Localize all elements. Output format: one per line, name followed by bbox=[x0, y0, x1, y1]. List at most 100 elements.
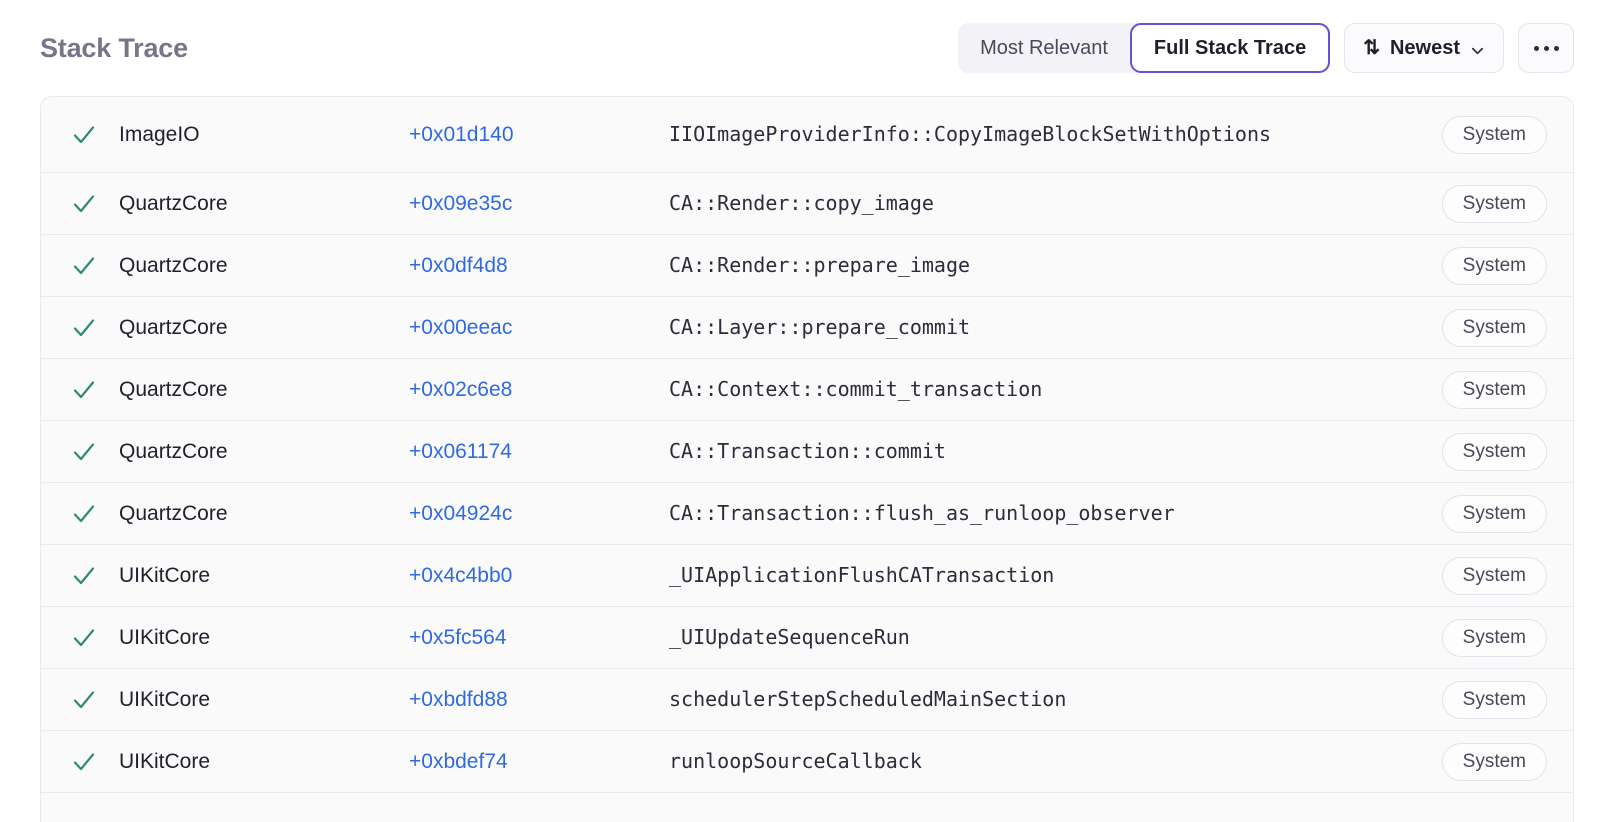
table-row[interactable]: UIKitCore +0x5fc564 _UIUpdateSequenceRun… bbox=[41, 607, 1573, 669]
check-icon bbox=[71, 625, 97, 651]
frame-status bbox=[71, 253, 119, 279]
more-options-button[interactable] bbox=[1518, 23, 1574, 73]
ellipsis-icon bbox=[1533, 45, 1559, 51]
frame-status bbox=[71, 563, 119, 589]
status-badge: System bbox=[1441, 115, 1547, 154]
frame-badge-wrap: System bbox=[1441, 618, 1547, 657]
frame-offset[interactable]: +0x061174 bbox=[409, 439, 512, 463]
frame-status bbox=[71, 501, 119, 527]
table-row[interactable]: QuartzCore +0x00eeac CA::Layer::prepare_… bbox=[41, 297, 1573, 359]
table-row[interactable]: UIKitCore +0xbdfd88 schedulerStepSchedul… bbox=[41, 669, 1573, 731]
frame-offset[interactable]: +0x02c6e8 bbox=[409, 377, 513, 401]
frame-status bbox=[71, 749, 119, 775]
frame-module: UIKitCore bbox=[119, 563, 211, 587]
check-icon bbox=[71, 315, 97, 341]
status-badge: System bbox=[1441, 308, 1547, 347]
frame-badge-wrap: System bbox=[1441, 184, 1547, 223]
frame-offset[interactable]: +0x5fc564 bbox=[409, 625, 507, 649]
frame-symbol: _UIUpdateSequenceRun bbox=[669, 625, 910, 649]
check-icon bbox=[71, 122, 97, 148]
frame-module: QuartzCore bbox=[119, 501, 228, 525]
frame-offset[interactable]: +0x04924c bbox=[409, 501, 513, 525]
check-icon bbox=[71, 253, 97, 279]
frame-status bbox=[71, 439, 119, 465]
frame-module: QuartzCore bbox=[119, 315, 228, 339]
sort-arrows-icon: ⇅ bbox=[1363, 37, 1380, 59]
frame-module: QuartzCore bbox=[119, 377, 228, 401]
status-badge: System bbox=[1441, 246, 1547, 285]
table-row[interactable]: UIKitCore +0xbdef74 runloopSourceCallbac… bbox=[41, 731, 1573, 793]
chevron-down-icon bbox=[1470, 41, 1485, 56]
frame-status bbox=[71, 625, 119, 651]
frame-status bbox=[71, 687, 119, 713]
check-icon bbox=[71, 687, 97, 713]
table-row[interactable]: QuartzCore +0x04924c CA::Transaction::fl… bbox=[41, 483, 1573, 545]
frame-offset[interactable]: +0xbdef74 bbox=[409, 749, 508, 773]
frame-offset[interactable]: +0xbdfd88 bbox=[409, 687, 508, 711]
frame-symbol: IIOImageProviderInfo::CopyImageBlockSetW… bbox=[669, 122, 1272, 146]
frame-status bbox=[71, 315, 119, 341]
table-row[interactable]: ImageIO +0x01d140 IIOImageProviderInfo::… bbox=[41, 97, 1573, 173]
sort-button[interactable]: ⇅ Newest bbox=[1344, 23, 1504, 73]
check-icon bbox=[71, 377, 97, 403]
frame-badge-wrap: System bbox=[1441, 680, 1547, 719]
stack-frame-list[interactable]: ImageIO +0x01d140 IIOImageProviderInfo::… bbox=[40, 96, 1574, 822]
frame-offset[interactable]: +0x09e35c bbox=[409, 191, 513, 215]
check-icon bbox=[71, 749, 97, 775]
frame-symbol: CA::Layer::prepare_commit bbox=[669, 315, 971, 339]
status-badge: System bbox=[1441, 556, 1547, 595]
frame-module: QuartzCore bbox=[119, 191, 228, 215]
tab-full-stack-trace[interactable]: Full Stack Trace bbox=[1129, 23, 1331, 73]
frame-symbol: _UIApplicationFlushCATransaction bbox=[669, 563, 1055, 587]
frame-module: QuartzCore bbox=[119, 439, 228, 463]
status-badge: System bbox=[1441, 370, 1547, 409]
table-row[interactable]: UIKitCore +0x4c4bb0 _UIApplicationFlushC… bbox=[41, 545, 1573, 607]
table-row[interactable]: QuartzCore +0x09e35c CA::Render::copy_im… bbox=[41, 173, 1573, 235]
frame-status bbox=[71, 191, 119, 217]
check-icon bbox=[71, 439, 97, 465]
frame-symbol: CA::Transaction::flush_as_runloop_observ… bbox=[669, 501, 1175, 525]
status-badge: System bbox=[1441, 432, 1547, 471]
check-icon bbox=[71, 191, 97, 217]
page-title: Stack Trace bbox=[40, 32, 188, 63]
frame-badge-wrap: System bbox=[1441, 742, 1547, 781]
tab-most-relevant[interactable]: Most Relevant bbox=[980, 36, 1108, 59]
frame-status bbox=[71, 122, 119, 148]
frame-symbol: CA::Render::prepare_image bbox=[669, 253, 971, 277]
frame-module: QuartzCore bbox=[119, 253, 228, 277]
sort-button-label: Newest bbox=[1389, 36, 1460, 59]
table-row[interactable]: QuartzCore +0x02c6e8 CA::Context::commit… bbox=[41, 359, 1573, 421]
check-icon bbox=[71, 501, 97, 527]
frame-module: ImageIO bbox=[119, 122, 200, 146]
frame-symbol: schedulerStepScheduledMainSection bbox=[669, 687, 1067, 711]
frame-offset[interactable]: +0x01d140 bbox=[409, 122, 514, 146]
view-mode-segmented-control: Most Relevant Full Stack Trace bbox=[958, 23, 1331, 73]
table-row[interactable]: QuartzCore +0x0df4d8 CA::Render::prepare… bbox=[41, 235, 1573, 297]
frame-module: UIKitCore bbox=[119, 625, 211, 649]
frame-badge-wrap: System bbox=[1441, 494, 1547, 533]
frame-badge-wrap: System bbox=[1441, 370, 1547, 409]
frame-module: UIKitCore bbox=[119, 749, 211, 773]
panel-header: Stack Trace Most Relevant Full Stack Tra… bbox=[40, 0, 1574, 96]
frame-symbol: runloopSourceCallback bbox=[669, 749, 922, 773]
frame-badge-wrap: System bbox=[1441, 246, 1547, 285]
frame-symbol: CA::Transaction::commit bbox=[669, 439, 946, 463]
status-badge: System bbox=[1441, 618, 1547, 657]
table-row[interactable]: QuartzCore +0x061174 CA::Transaction::co… bbox=[41, 421, 1573, 483]
frame-symbol: CA::Render::copy_image bbox=[669, 191, 934, 215]
frame-badge-wrap: System bbox=[1441, 115, 1547, 154]
frame-badge-wrap: System bbox=[1441, 308, 1547, 347]
check-icon bbox=[71, 563, 97, 589]
status-badge: System bbox=[1441, 184, 1547, 223]
frame-offset[interactable]: +0x00eeac bbox=[409, 315, 513, 339]
frame-symbol: CA::Context::commit_transaction bbox=[669, 377, 1043, 401]
status-badge: System bbox=[1441, 494, 1547, 533]
frame-module: UIKitCore bbox=[119, 687, 211, 711]
frame-offset[interactable]: +0x4c4bb0 bbox=[409, 563, 513, 587]
header-controls: Most Relevant Full Stack Trace ⇅ Newest bbox=[958, 23, 1574, 73]
frame-offset[interactable]: +0x0df4d8 bbox=[409, 253, 508, 277]
status-badge: System bbox=[1441, 742, 1547, 781]
frame-status bbox=[71, 377, 119, 403]
frame-badge-wrap: System bbox=[1441, 432, 1547, 471]
